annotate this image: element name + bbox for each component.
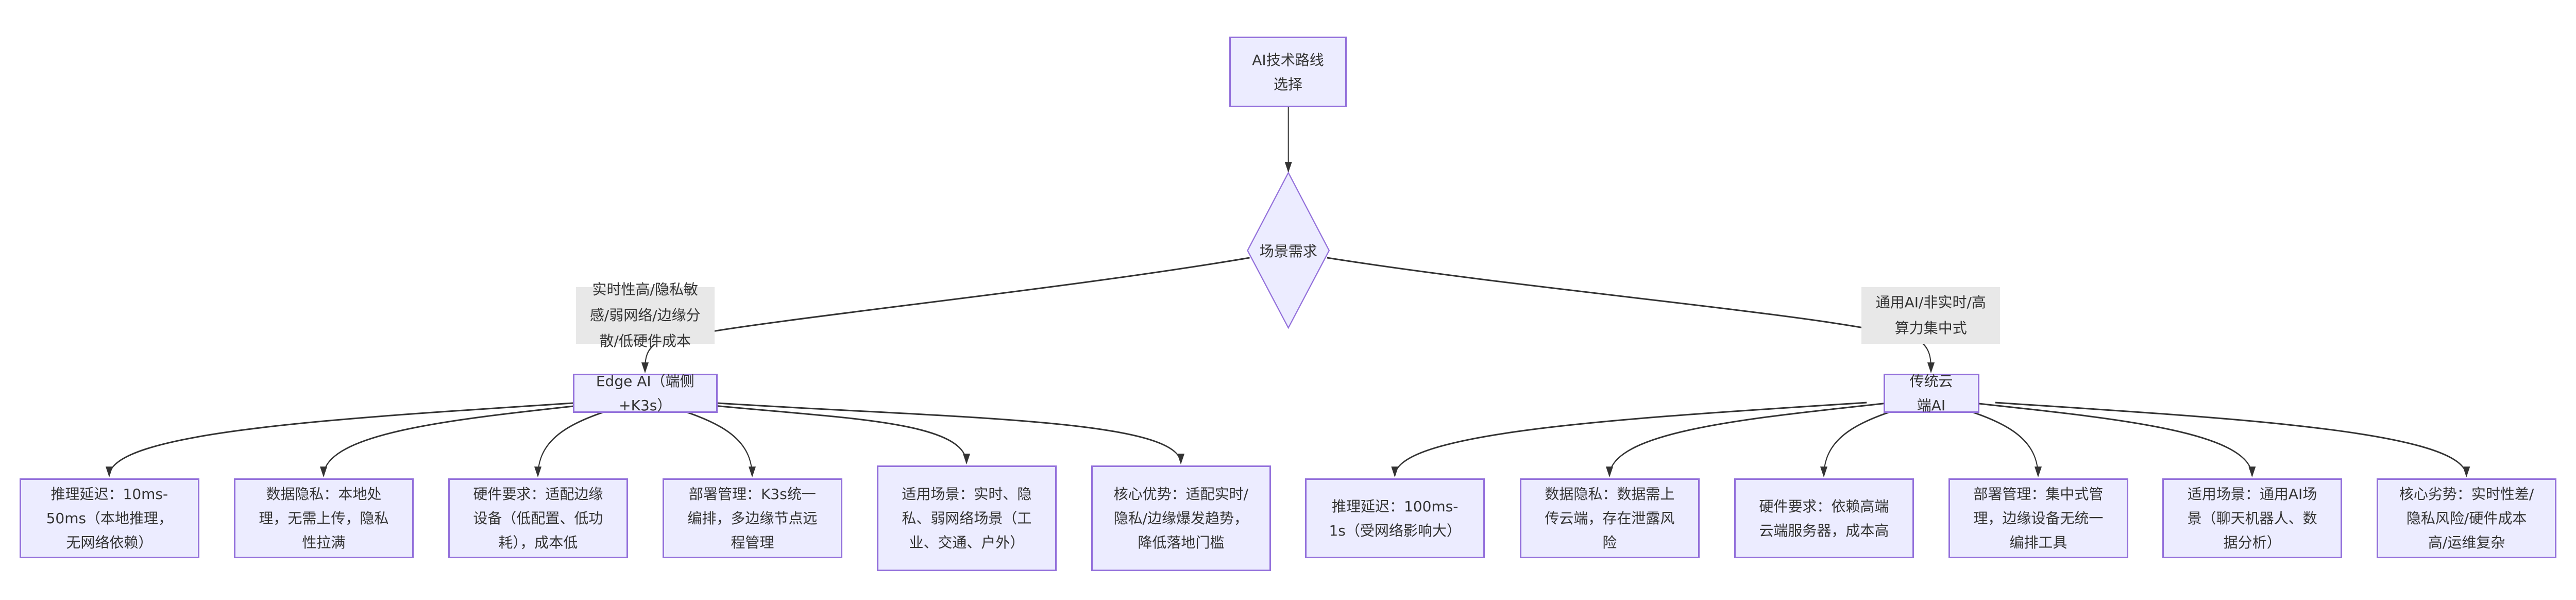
child-node-label: 适用场景：通用AI场景（聊天机器人、数据分析） bbox=[2187, 486, 2317, 551]
edge-ai-node[interactable]: Edge AI（端侧+K3s） bbox=[573, 373, 718, 414]
edge-edge-ai-to-latency bbox=[106, 402, 581, 478]
edge-edge-ai-to-privacy bbox=[320, 402, 606, 478]
edge-ai-hardware-node[interactable]: 硬件要求：适配边缘设备（低配置、低功耗），成本低 bbox=[448, 478, 629, 558]
edge-label-edge-ai-text: 实时性高/隐私敏感/弱网络/边缘分散/低硬件成本 bbox=[589, 281, 701, 349]
child-node-label: 核心优势：适配实时/隐私/边缘爆发趋势，降低落地门槛 bbox=[1113, 486, 1249, 551]
edge-label-cloud-ai-text: 通用AI/非实时/高算力集中式 bbox=[1875, 294, 1986, 337]
edge-edge-ai-to-scenarios bbox=[684, 402, 970, 465]
cloud-ai-node[interactable]: 传统云端AI bbox=[1883, 373, 1979, 414]
edge-edge-ai-to-core bbox=[709, 402, 1184, 465]
decision-diamond-shape bbox=[1247, 171, 1330, 329]
child-node-label: 数据隐私：数据需上传云端，存在泄露风险 bbox=[1545, 486, 1675, 551]
cloud-ai-scenarios-node[interactable]: 适用场景：通用AI场景（聊天机器人、数据分析） bbox=[2162, 478, 2343, 558]
cloud-ai-node-label: 传统云端AI bbox=[1909, 373, 1953, 414]
child-node-label: 适用场景：实时、隐私、弱网络场景（工业、交通、户外） bbox=[902, 486, 1032, 551]
child-node-label: 部署管理：K3s统一编排，多边缘节点远程管理 bbox=[687, 486, 818, 551]
edge-cloud-ai-to-latency bbox=[1391, 402, 1867, 478]
edge-cloud-ai-to-privacy bbox=[1606, 402, 1892, 478]
cloud-ai-deployment-node[interactable]: 部署管理：集中式管理，边缘设备无统一编排工具 bbox=[1948, 478, 2129, 558]
edge-decision-to-cloud-ai bbox=[1327, 257, 1935, 374]
edge-ai-deployment-node[interactable]: 部署管理：K3s统一编排，多边缘节点远程管理 bbox=[662, 478, 843, 558]
child-node-label: 数据隐私：本地处理，无需上传，隐私性拉满 bbox=[259, 486, 389, 551]
edge-cloud-ai-to-hardware bbox=[1820, 402, 1919, 478]
root-node-label: AI技术路线选择 bbox=[1252, 51, 1324, 93]
edge-ai-latency-node[interactable]: 推理延迟：10ms-50ms（本地推理，无网络依赖） bbox=[19, 478, 200, 558]
cloud-ai-core-node[interactable]: 核心劣势：实时性差/隐私风险/硬件成本高/运维复杂 bbox=[2376, 478, 2557, 558]
edge-label-edge-ai: 实时性高/隐私敏感/弱网络/边缘分散/低硬件成本 bbox=[576, 281, 715, 349]
root-node[interactable]: AI技术路线选择 bbox=[1229, 37, 1347, 107]
child-node-label: 推理延迟：100ms-1s（受网络影响大） bbox=[1329, 497, 1461, 539]
edge-decision-to-edge-ai bbox=[641, 257, 1250, 374]
child-node-label: 部署管理：集中式管理，边缘设备无统一编排工具 bbox=[1973, 486, 2104, 551]
cloud-ai-latency-node[interactable]: 推理延迟：100ms-1s（受网络影响大） bbox=[1304, 478, 1485, 558]
edge-cloud-ai-to-scenarios bbox=[1969, 402, 2256, 478]
child-node-label: 核心劣势：实时性差/隐私风险/硬件成本高/运维复杂 bbox=[2399, 486, 2534, 551]
cloud-ai-hardware-node[interactable]: 硬件要求：依赖高端云端服务器，成本高 bbox=[1734, 478, 1914, 558]
edge-cloud-ai-to-core bbox=[1995, 402, 2470, 478]
edge-cloud-ai-to-deployment bbox=[1943, 402, 2042, 478]
child-node-label: 硬件要求：依赖高端云端服务器，成本高 bbox=[1759, 497, 1889, 539]
cloud-ai-privacy-node[interactable]: 数据隐私：数据需上传云端，存在泄露风险 bbox=[1519, 478, 1700, 558]
edge-label-cloud-ai: 通用AI/非实时/高算力集中式 bbox=[1861, 287, 2000, 344]
edge-ai-node-label: Edge AI（端侧+K3s） bbox=[596, 373, 694, 414]
edge-ai-privacy-node[interactable]: 数据隐私：本地处理，无需上传，隐私性拉满 bbox=[233, 478, 414, 558]
edge-ai-scenarios-node[interactable]: 适用场景：实时、隐私、弱网络场景（工业、交通、户外） bbox=[876, 465, 1057, 571]
decision-node[interactable]: 场景需求 bbox=[1248, 173, 1330, 328]
decision-node-label: 场景需求 bbox=[1259, 242, 1317, 260]
edge-ai-core-node[interactable]: 核心优势：适配实时/隐私/边缘爆发趋势，降低落地门槛 bbox=[1091, 465, 1272, 571]
child-node-label: 硬件要求：适配边缘设备（低配置、低功耗），成本低 bbox=[473, 486, 603, 551]
child-node-label: 推理延迟：10ms-50ms（本地推理，无网络依赖） bbox=[46, 486, 173, 551]
